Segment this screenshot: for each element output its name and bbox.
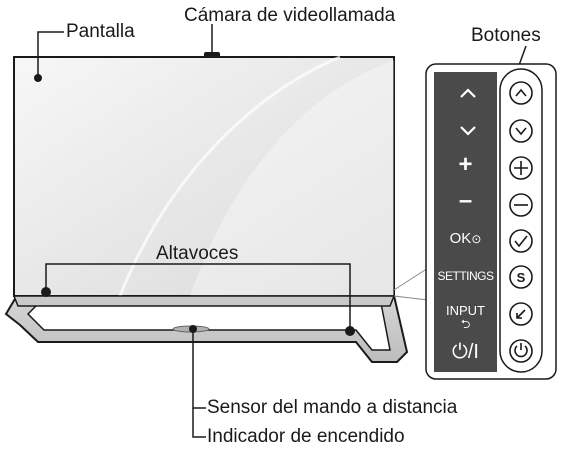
chevron-down-icon bbox=[460, 126, 476, 136]
panel-label-up bbox=[458, 86, 478, 100]
power-icon: ⏻ bbox=[452, 341, 468, 363]
panel-label-plus: + bbox=[458, 151, 473, 178]
leader-screen bbox=[37, 31, 64, 78]
label-remote-sensor: Sensor del mando a distancia bbox=[207, 397, 458, 418]
panel-label-settings: SETTINGS bbox=[437, 269, 494, 283]
panel-label-input: INPUT bbox=[446, 303, 485, 318]
ok-text: OK bbox=[449, 230, 472, 247]
connector-lines bbox=[393, 267, 429, 301]
panel-label-down bbox=[458, 124, 478, 138]
camera-icon bbox=[204, 52, 220, 58]
label-buttons: Botones bbox=[471, 25, 541, 46]
speaker-right-dot bbox=[345, 326, 355, 336]
button-column-capsule bbox=[499, 68, 543, 373]
tv-bottom-bezel bbox=[12, 295, 396, 307]
leader-indicator bbox=[192, 408, 206, 438]
speaker-left-dot bbox=[41, 287, 51, 297]
ok-circle-icon: ⊙ bbox=[471, 232, 482, 246]
leader-speakers bbox=[45, 263, 351, 328]
button-panel-labels-bg bbox=[434, 72, 497, 372]
panel-label-ok: OK⊙ bbox=[434, 230, 497, 248]
panel-label-minus: – bbox=[458, 187, 473, 214]
chevron-up-icon bbox=[460, 88, 476, 98]
label-power-indicator: Indicador de encendido bbox=[207, 426, 405, 447]
tv-screen bbox=[13, 55, 395, 297]
panel-label-power: ⏻/I bbox=[452, 341, 479, 363]
sensor-dot bbox=[189, 325, 197, 333]
label-camera: Cámara de videollamada bbox=[184, 5, 396, 26]
label-screen: Pantalla bbox=[66, 21, 135, 42]
label-speakers: Altavoces bbox=[156, 243, 239, 264]
input-icon: ⮌ bbox=[460, 317, 471, 331]
